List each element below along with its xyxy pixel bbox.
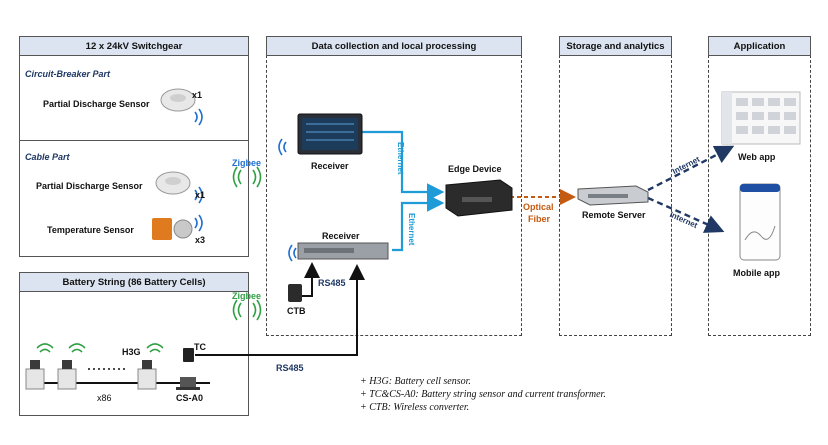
temperature-sensor-drawing	[152, 218, 193, 240]
receiver-top-drawing	[297, 113, 363, 155]
ethernet-line-bottom	[392, 194, 445, 252]
temp-sensor-qty: x3	[195, 235, 206, 245]
h3g-label: H3G	[122, 347, 141, 357]
web-app-label: Web app	[738, 152, 776, 162]
h3g-sensors-drawing	[30, 360, 152, 369]
internet-line-bottom	[647, 196, 725, 233]
legend-notes: + H3G: Battery cell sensor. + TC&CS-A0: …	[360, 375, 606, 414]
note-tc-csa0: + TC&CS-A0: Battery string sensor and cu…	[360, 389, 606, 400]
note-ctb: + CTB: Wireless converter.	[360, 402, 470, 413]
remote-server-drawing	[577, 185, 649, 206]
ethernet-line-top	[362, 130, 445, 201]
web-app-drawing	[721, 91, 801, 145]
temp-sensor-label: Temperature Sensor	[47, 225, 134, 235]
note-h3g: + H3G: Battery cell sensor.	[360, 376, 471, 387]
battery-count: x86	[97, 393, 112, 403]
rs485-tc-line	[195, 264, 365, 356]
mobile-app-drawing	[739, 183, 781, 261]
battery-cells-drawing	[25, 368, 157, 390]
zigbee-label-top: Zigbee	[232, 158, 262, 168]
cb-pd-sensor-drawing	[160, 88, 196, 112]
collection-header: Data collection and local processing	[266, 36, 522, 56]
edge-device-label: Edge Device	[448, 164, 502, 174]
cb-pd-sensor-label: Partial Discharge Sensor	[43, 99, 150, 109]
fiber-label: Fiber	[528, 214, 551, 224]
tc-sensor-drawing	[183, 348, 194, 362]
wireless-wave-icons	[194, 108, 297, 262]
rs485-inner-label: RS485	[318, 278, 346, 288]
optical-label: Optical	[523, 202, 554, 212]
remote-server-label: Remote Server	[582, 210, 646, 220]
rs485-bottom-label: RS485	[276, 363, 304, 373]
switchgear-divider	[19, 140, 249, 141]
storage-header: Storage and analytics	[559, 36, 672, 56]
ctb-label: CTB	[287, 306, 306, 316]
edge-device-drawing	[445, 179, 513, 217]
cable-pd-sensor-drawing	[155, 171, 191, 195]
battery-header: Battery String (86 Battery Cells)	[19, 272, 249, 292]
switchgear-panel	[19, 55, 249, 257]
ethernet-label-bottom: Ethernet	[407, 213, 416, 246]
mobile-app-label: Mobile app	[733, 268, 780, 278]
internet-line-top	[647, 145, 735, 192]
ctb-drawing	[288, 284, 302, 302]
cable-pd-qty: x1	[195, 190, 206, 200]
receiver-bottom-drawing	[297, 242, 389, 260]
receiver-bottom-label: Receiver	[322, 231, 360, 241]
application-header: Application	[708, 36, 811, 56]
ethernet-label-top: Ethernet	[396, 142, 405, 175]
cs-a0-label: CS-A0	[176, 393, 204, 403]
zigbee-wave-icons	[36, 166, 262, 353]
zigbee-label-bottom: Zigbee	[232, 291, 262, 301]
cb-part-label: Circuit-Breaker Part	[25, 69, 111, 79]
switchgear-header: 12 x 24kV Switchgear	[19, 36, 249, 56]
cb-pd-qty: x1	[192, 90, 203, 100]
tc-label: TC	[194, 342, 206, 352]
cs-a0-drawing	[176, 377, 200, 390]
receiver-top-label: Receiver	[311, 161, 349, 171]
cable-pd-sensor-label: Partial Discharge Sensor	[36, 181, 143, 191]
rs485-ctb-line	[300, 262, 320, 297]
cable-part-label: Cable Part	[25, 152, 70, 162]
